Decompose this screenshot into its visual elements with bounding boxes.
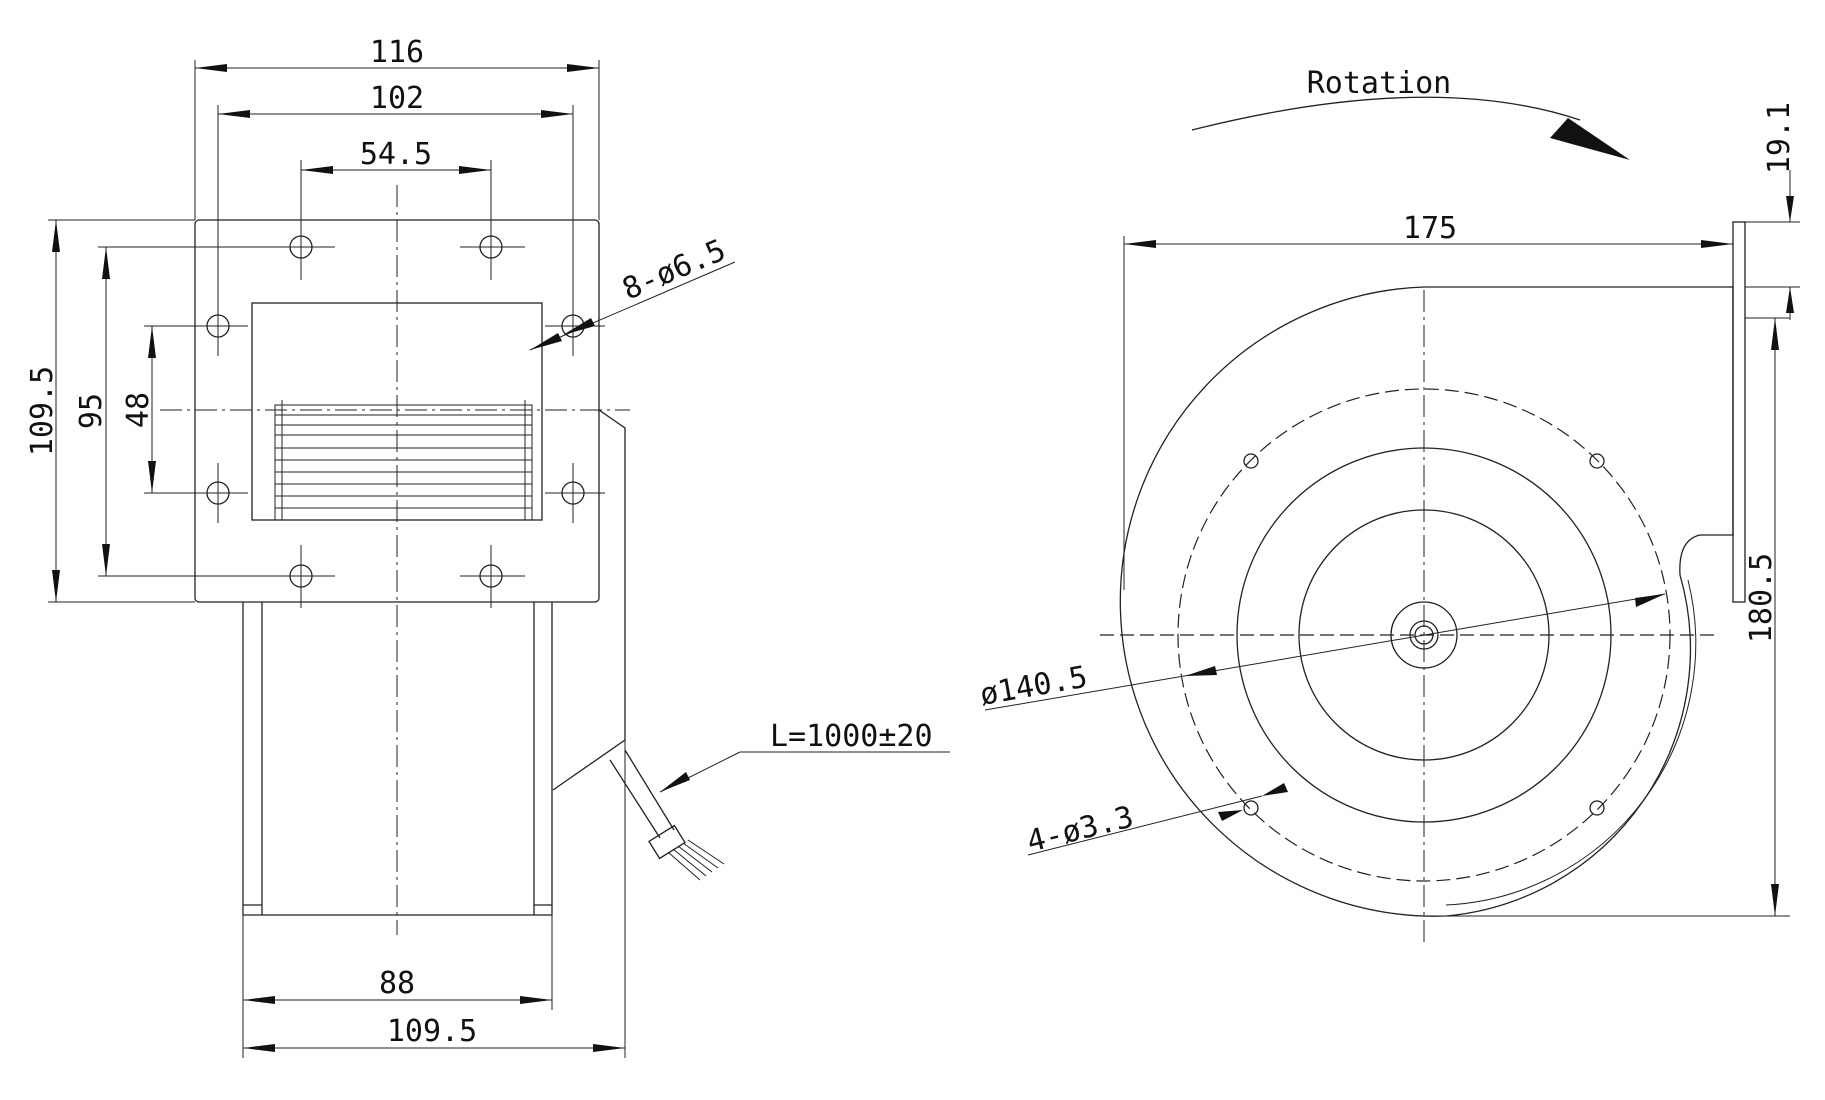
scroll-housing <box>1119 286 1734 917</box>
dim-label-19-1: 19.1 <box>1762 102 1797 174</box>
mounting-holes <box>1243 453 1605 816</box>
dimension-109-5-height: 109.5 <box>25 219 195 603</box>
dim-label-109-5-width: 109.5 <box>387 1014 477 1049</box>
dim-label-cable: L=1000±20 <box>770 719 933 754</box>
dimension-19-1: 19.1 <box>1745 102 1800 320</box>
dimension-8-holes: 8-ø6.5 <box>529 233 736 351</box>
side-view: 116 102 54.5 109.5 <box>25 35 950 1058</box>
dimension-54-5: 54.5 <box>300 137 492 247</box>
dim-label-95: 95 <box>74 393 109 429</box>
dimension-cable-length: L=1000±20 <box>659 719 950 793</box>
dimension-102: 102 <box>217 81 574 326</box>
dim-label-175: 175 <box>1403 211 1457 246</box>
housing-body <box>242 409 626 916</box>
dimension-116: 116 <box>194 35 600 220</box>
front-view: Rotation 175 19.1 180.5 <box>977 66 1800 945</box>
dimension-88: 88 <box>242 915 553 1010</box>
dim-label-180-5: 180.5 <box>1744 553 1779 643</box>
outlet-flange <box>1732 221 1746 603</box>
dim-label-8-holes: 8-ø6.5 <box>617 233 730 308</box>
dimension-109-5-width: 109.5 <box>242 740 626 1058</box>
impeller-blades <box>274 400 533 521</box>
dim-label-48: 48 <box>121 392 156 428</box>
cable <box>609 749 725 881</box>
dimension-180-5: 180.5 <box>1440 317 1790 917</box>
dimension-diameter: ø140.5 <box>977 593 1666 713</box>
dim-label-116: 116 <box>370 35 424 70</box>
dimension-95: 95 <box>74 246 301 577</box>
dimension-175: 175 <box>1123 211 1733 590</box>
dimension-48: 48 <box>121 325 218 494</box>
dim-label-88: 88 <box>379 966 415 1001</box>
rotation-indicator: Rotation <box>1191 66 1630 160</box>
dimension-mount-holes: 4-ø3.3 <box>1023 783 1288 860</box>
dim-label-diameter: ø140.5 <box>977 660 1090 713</box>
dim-label-mount-holes: 4-ø3.3 <box>1023 800 1137 860</box>
dim-label-54-5: 54.5 <box>360 137 432 172</box>
dim-label-102: 102 <box>370 81 424 116</box>
rotation-label: Rotation <box>1307 66 1452 101</box>
dim-label-109-5-height: 109.5 <box>25 366 60 456</box>
